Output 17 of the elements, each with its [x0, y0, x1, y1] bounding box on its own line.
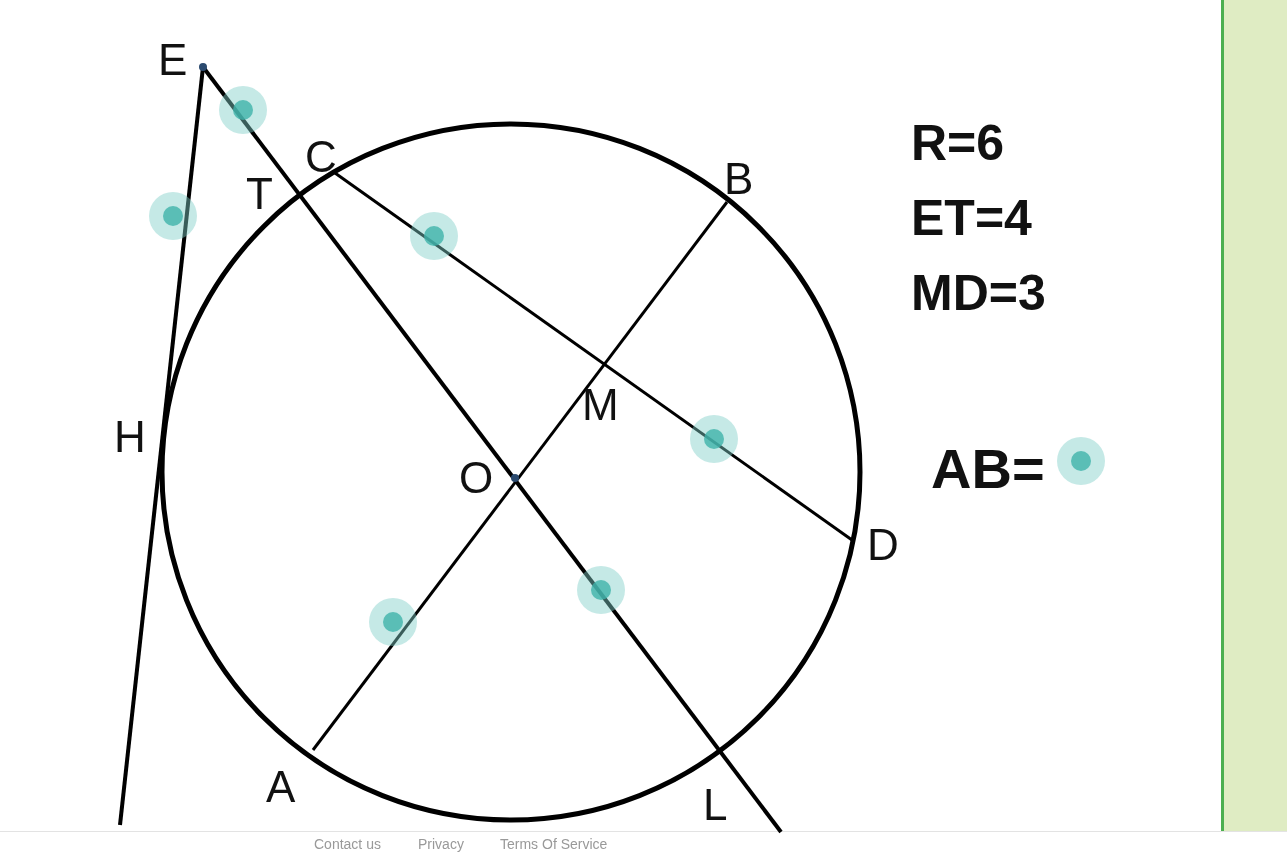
point-label: M	[582, 383, 619, 427]
point-label: E	[158, 38, 188, 82]
given-value: R=6	[911, 118, 1005, 168]
question-text: AB=	[931, 441, 1045, 497]
given-value: ET=4	[911, 193, 1032, 243]
footer-link: Privacy	[418, 837, 464, 851]
point-label: C	[305, 135, 337, 179]
point-label: D	[867, 523, 899, 567]
point-label: A	[266, 765, 296, 809]
point-label: T	[246, 172, 273, 216]
footer-link: Terms Of Service	[500, 837, 608, 851]
given-value: MD=3	[911, 268, 1046, 318]
point-label: O	[459, 456, 494, 500]
point-label: B	[724, 157, 754, 201]
footer-link: Contact us	[314, 837, 381, 851]
point-label: L	[703, 783, 728, 827]
point-label: H	[114, 415, 146, 459]
